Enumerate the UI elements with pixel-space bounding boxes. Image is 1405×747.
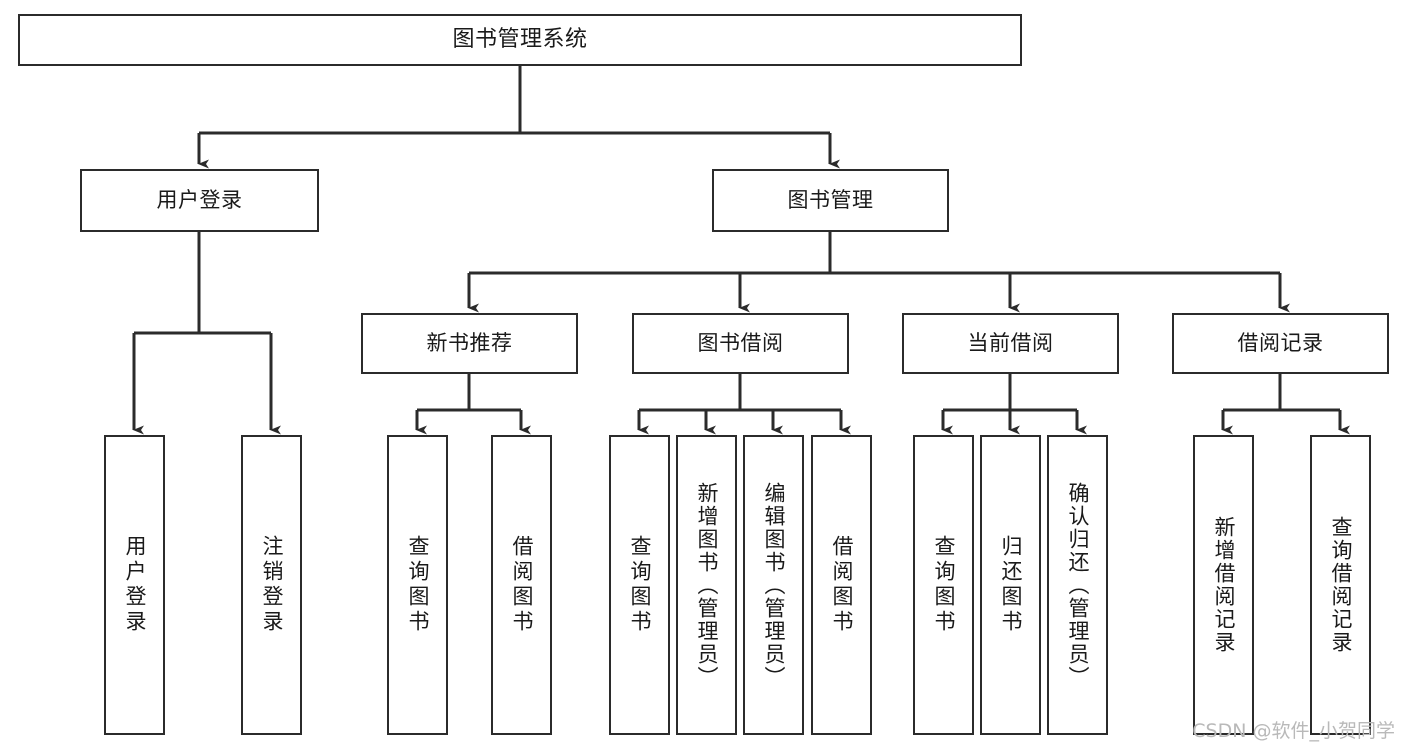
node-label: 归还图书 <box>999 535 1023 635</box>
node-root-book-management-system[interactable]: 图书管理系统 <box>18 14 1022 66</box>
leaf-book-borrow-add-book-admin[interactable]: 新增图书（管理员） <box>676 435 737 735</box>
node-label: 图书借阅 <box>697 331 784 356</box>
node-label: 查询借阅记录 <box>1329 516 1353 654</box>
node-label: 新书推荐 <box>426 331 513 356</box>
node-label: 查询图书 <box>406 535 430 635</box>
leaf-user-login-logout[interactable]: 注销登录 <box>241 435 302 735</box>
leaf-borrow-record-add-record[interactable]: 新增借阅记录 <box>1193 435 1254 735</box>
leaf-new-book-query-book[interactable]: 查询图书 <box>387 435 448 735</box>
node-label: 借阅图书 <box>830 535 854 635</box>
node-new-book-recommend[interactable]: 新书推荐 <box>361 313 578 374</box>
leaf-borrow-record-query-record[interactable]: 查询借阅记录 <box>1310 435 1371 735</box>
node-label: 注销登录 <box>260 535 284 635</box>
leaf-current-borrow-return-book[interactable]: 归还图书 <box>980 435 1041 735</box>
node-label: 编辑图书（管理员） <box>762 481 786 689</box>
node-label: 新增借阅记录 <box>1212 516 1236 654</box>
node-label: 借阅记录 <box>1237 331 1324 356</box>
leaf-new-book-borrow-book[interactable]: 借阅图书 <box>491 435 552 735</box>
node-label: 当前借阅 <box>967 331 1054 356</box>
node-label: 图书管理 <box>787 188 874 213</box>
leaf-current-borrow-confirm-return-admin[interactable]: 确认归还（管理员） <box>1047 435 1108 735</box>
node-label: 查询图书 <box>628 535 652 635</box>
leaf-current-borrow-query-book[interactable]: 查询图书 <box>913 435 974 735</box>
leaf-book-borrow-edit-book-admin[interactable]: 编辑图书（管理员） <box>743 435 804 735</box>
leaf-book-borrow-query-book[interactable]: 查询图书 <box>609 435 670 735</box>
node-borrow-record[interactable]: 借阅记录 <box>1172 313 1389 374</box>
leaf-book-borrow-borrow-book[interactable]: 借阅图书 <box>811 435 872 735</box>
node-label: 用户登录 <box>123 535 147 635</box>
node-book-management[interactable]: 图书管理 <box>712 169 949 232</box>
node-label: 查询图书 <box>932 535 956 635</box>
node-label: 图书管理系统 <box>452 27 588 53</box>
leaf-user-login-login[interactable]: 用户登录 <box>104 435 165 735</box>
csdn-watermark: CSDN @软件_小贺同学 <box>1192 720 1395 742</box>
node-current-borrow[interactable]: 当前借阅 <box>902 313 1119 374</box>
node-label: 用户登录 <box>156 188 243 213</box>
node-label: 借阅图书 <box>510 535 534 635</box>
node-label: 确认归还（管理员） <box>1066 481 1090 689</box>
node-label: 新增图书（管理员） <box>695 481 719 689</box>
node-user-login[interactable]: 用户登录 <box>80 169 319 232</box>
node-book-borrow[interactable]: 图书借阅 <box>632 313 849 374</box>
